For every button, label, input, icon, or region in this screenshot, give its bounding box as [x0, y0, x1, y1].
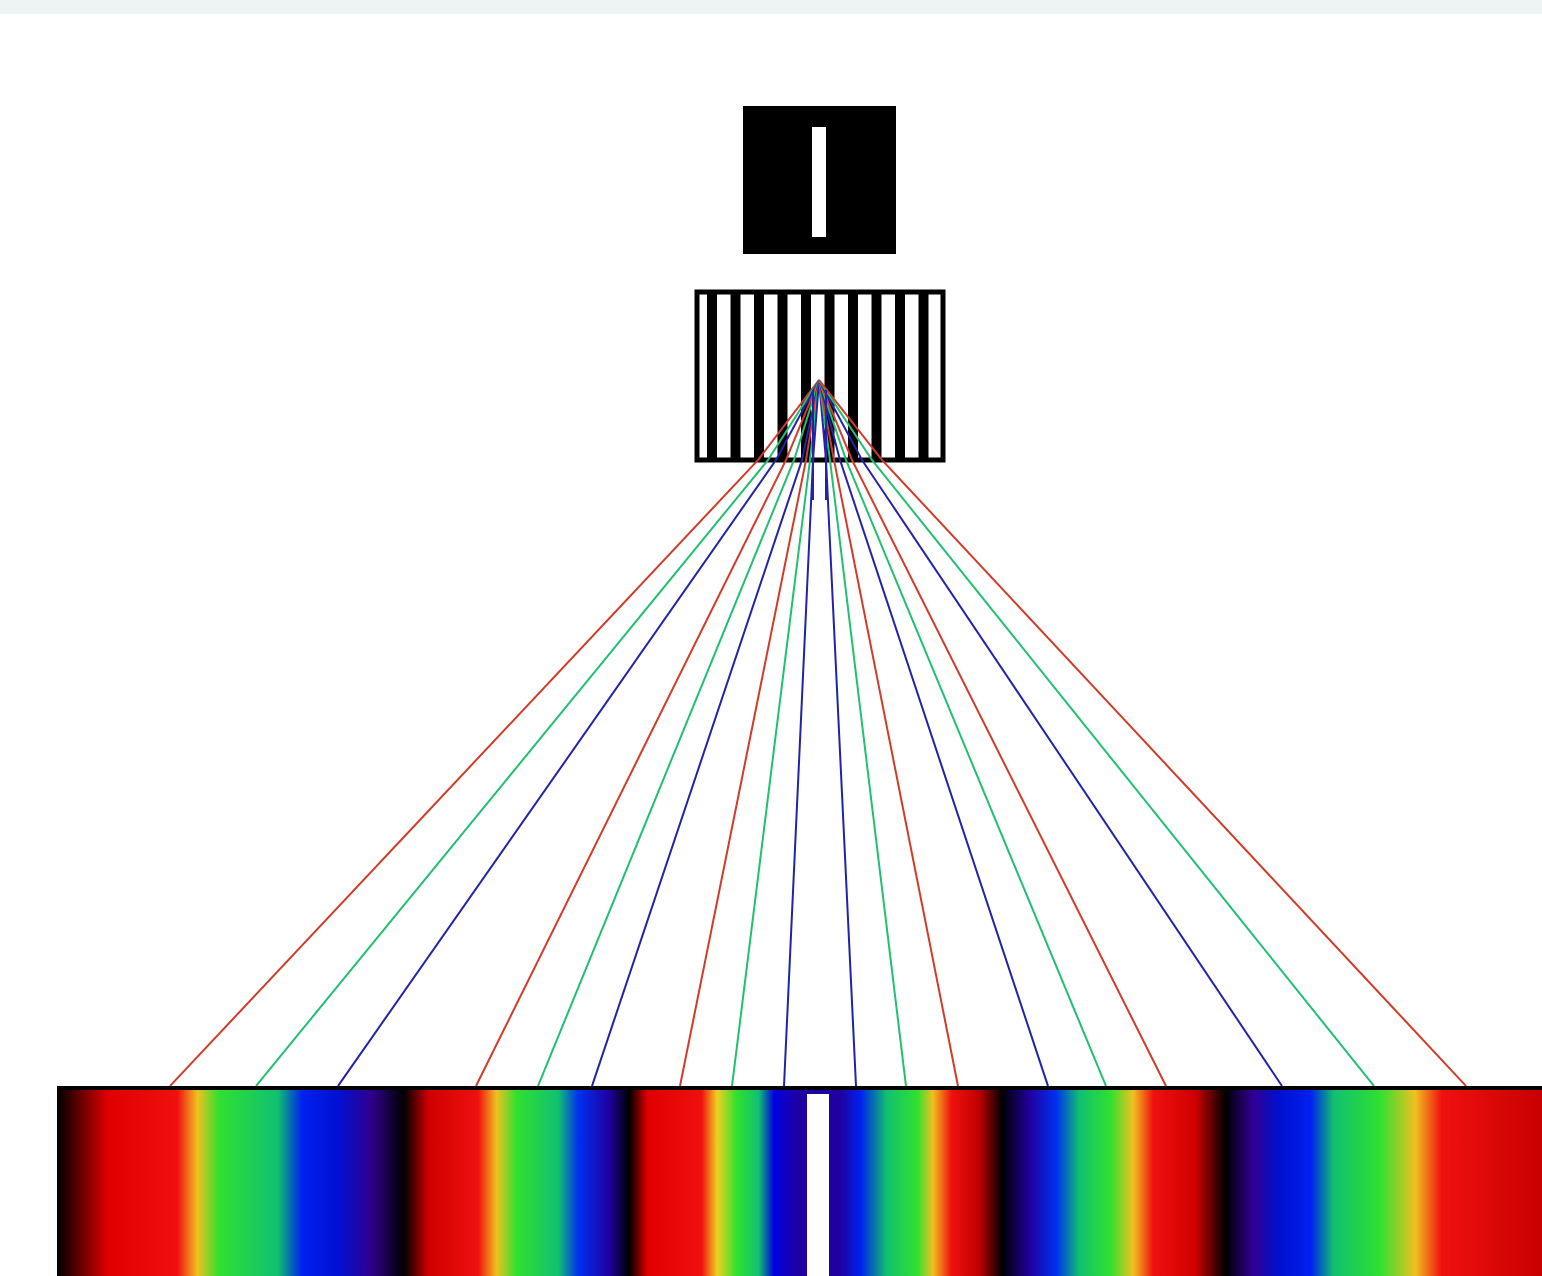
grating-bar — [872, 294, 882, 458]
light-ray — [592, 380, 819, 1086]
light-ray — [819, 380, 1166, 1086]
grating-bar — [707, 294, 717, 458]
light-ray — [819, 380, 1048, 1086]
grating-bar — [895, 294, 905, 458]
light-ray — [819, 380, 856, 1086]
light-ray — [732, 380, 819, 1086]
light-ray — [819, 380, 1374, 1086]
grating-bar — [919, 294, 929, 458]
light-ray — [819, 380, 1106, 1086]
central-maximum — [807, 1094, 829, 1276]
diffraction-grating — [697, 292, 943, 460]
light-source-slit — [743, 106, 896, 254]
grating-bar — [731, 294, 741, 458]
light-ray — [680, 380, 819, 1086]
diffracted-rays — [170, 380, 1466, 1086]
grating-bar — [754, 294, 764, 458]
light-ray — [476, 380, 819, 1086]
light-ray — [819, 380, 1466, 1086]
light-ray — [170, 380, 819, 1086]
grating-bar — [848, 294, 858, 458]
spectrum-screen — [57, 1086, 1542, 1276]
